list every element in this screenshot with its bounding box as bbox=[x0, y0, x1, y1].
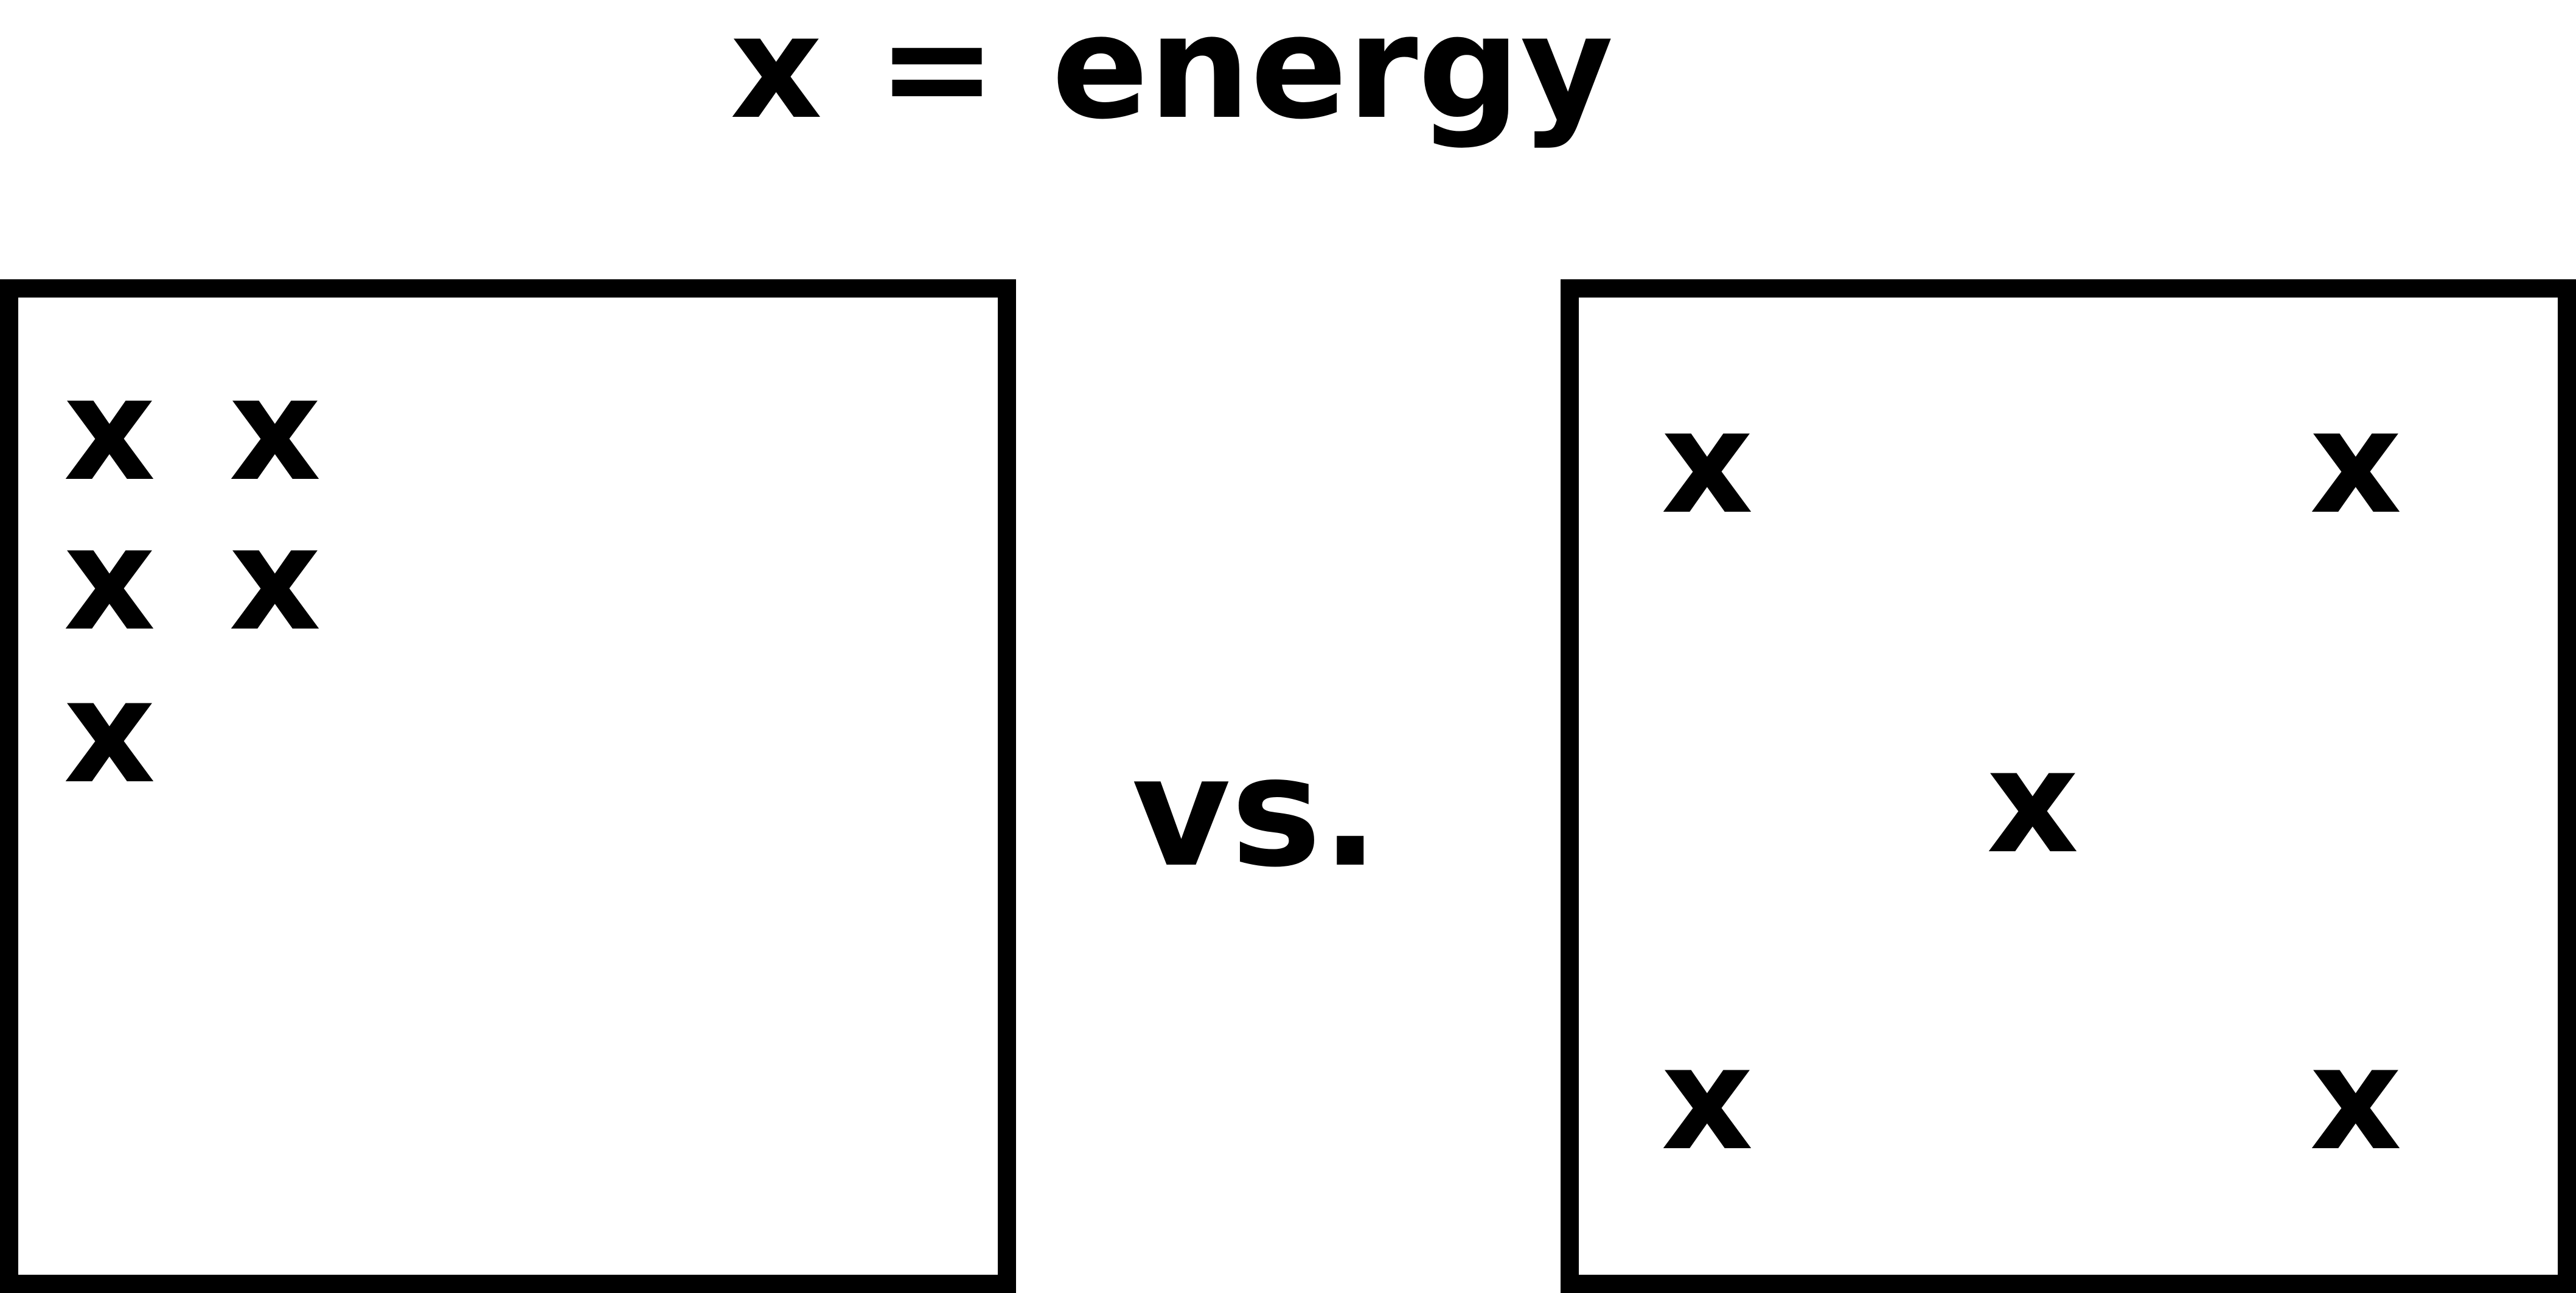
legend-symbol: x bbox=[730, 0, 823, 151]
concentrated-energy-box: x x x x x bbox=[0, 279, 1016, 1293]
energy-mark: x bbox=[2310, 1016, 2402, 1182]
comparison-separator: vs. bbox=[1132, 723, 1379, 901]
energy-mark: x bbox=[229, 497, 321, 663]
energy-mark: x bbox=[63, 347, 156, 513]
energy-mark: x bbox=[1661, 1016, 1753, 1182]
energy-mark: x bbox=[2310, 380, 2402, 546]
dispersed-energy-box: x x x x x bbox=[1561, 279, 2576, 1293]
energy-mark: x bbox=[1986, 719, 2079, 885]
legend-equals: = bbox=[877, 0, 997, 151]
legend: x = energy bbox=[730, 0, 1764, 148]
legend-meaning: energy bbox=[1051, 0, 1613, 151]
energy-mark: x bbox=[1661, 380, 1753, 546]
energy-mark: x bbox=[229, 347, 321, 513]
energy-mark: x bbox=[63, 649, 156, 815]
energy-mark: x bbox=[63, 497, 156, 663]
